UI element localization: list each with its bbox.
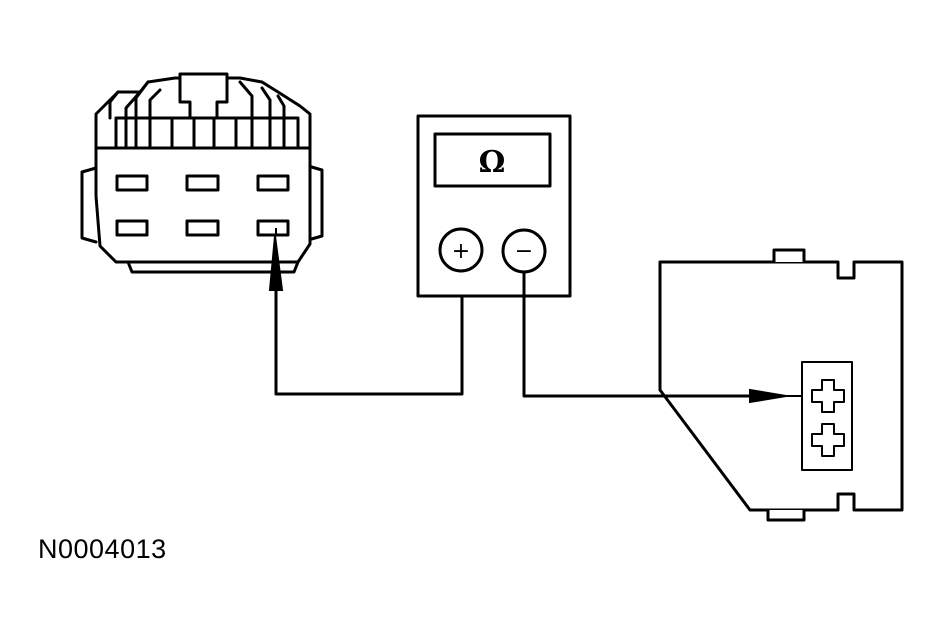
six-pin-connector [80,72,324,274]
positive-terminal-label: + [452,239,470,264]
multimeter: Ω + − [416,114,572,298]
negative-lead-wire [522,270,756,398]
positive-terminal [438,227,484,273]
ohm-symbol: Ω [479,145,506,180]
meter-display [433,132,552,188]
component-terminal-block [801,361,853,471]
negative-terminal-label: − [515,239,533,264]
component-housing [658,248,904,522]
figure-id-label: N0004013 [38,534,167,564]
positive-lead-wire [274,268,464,396]
